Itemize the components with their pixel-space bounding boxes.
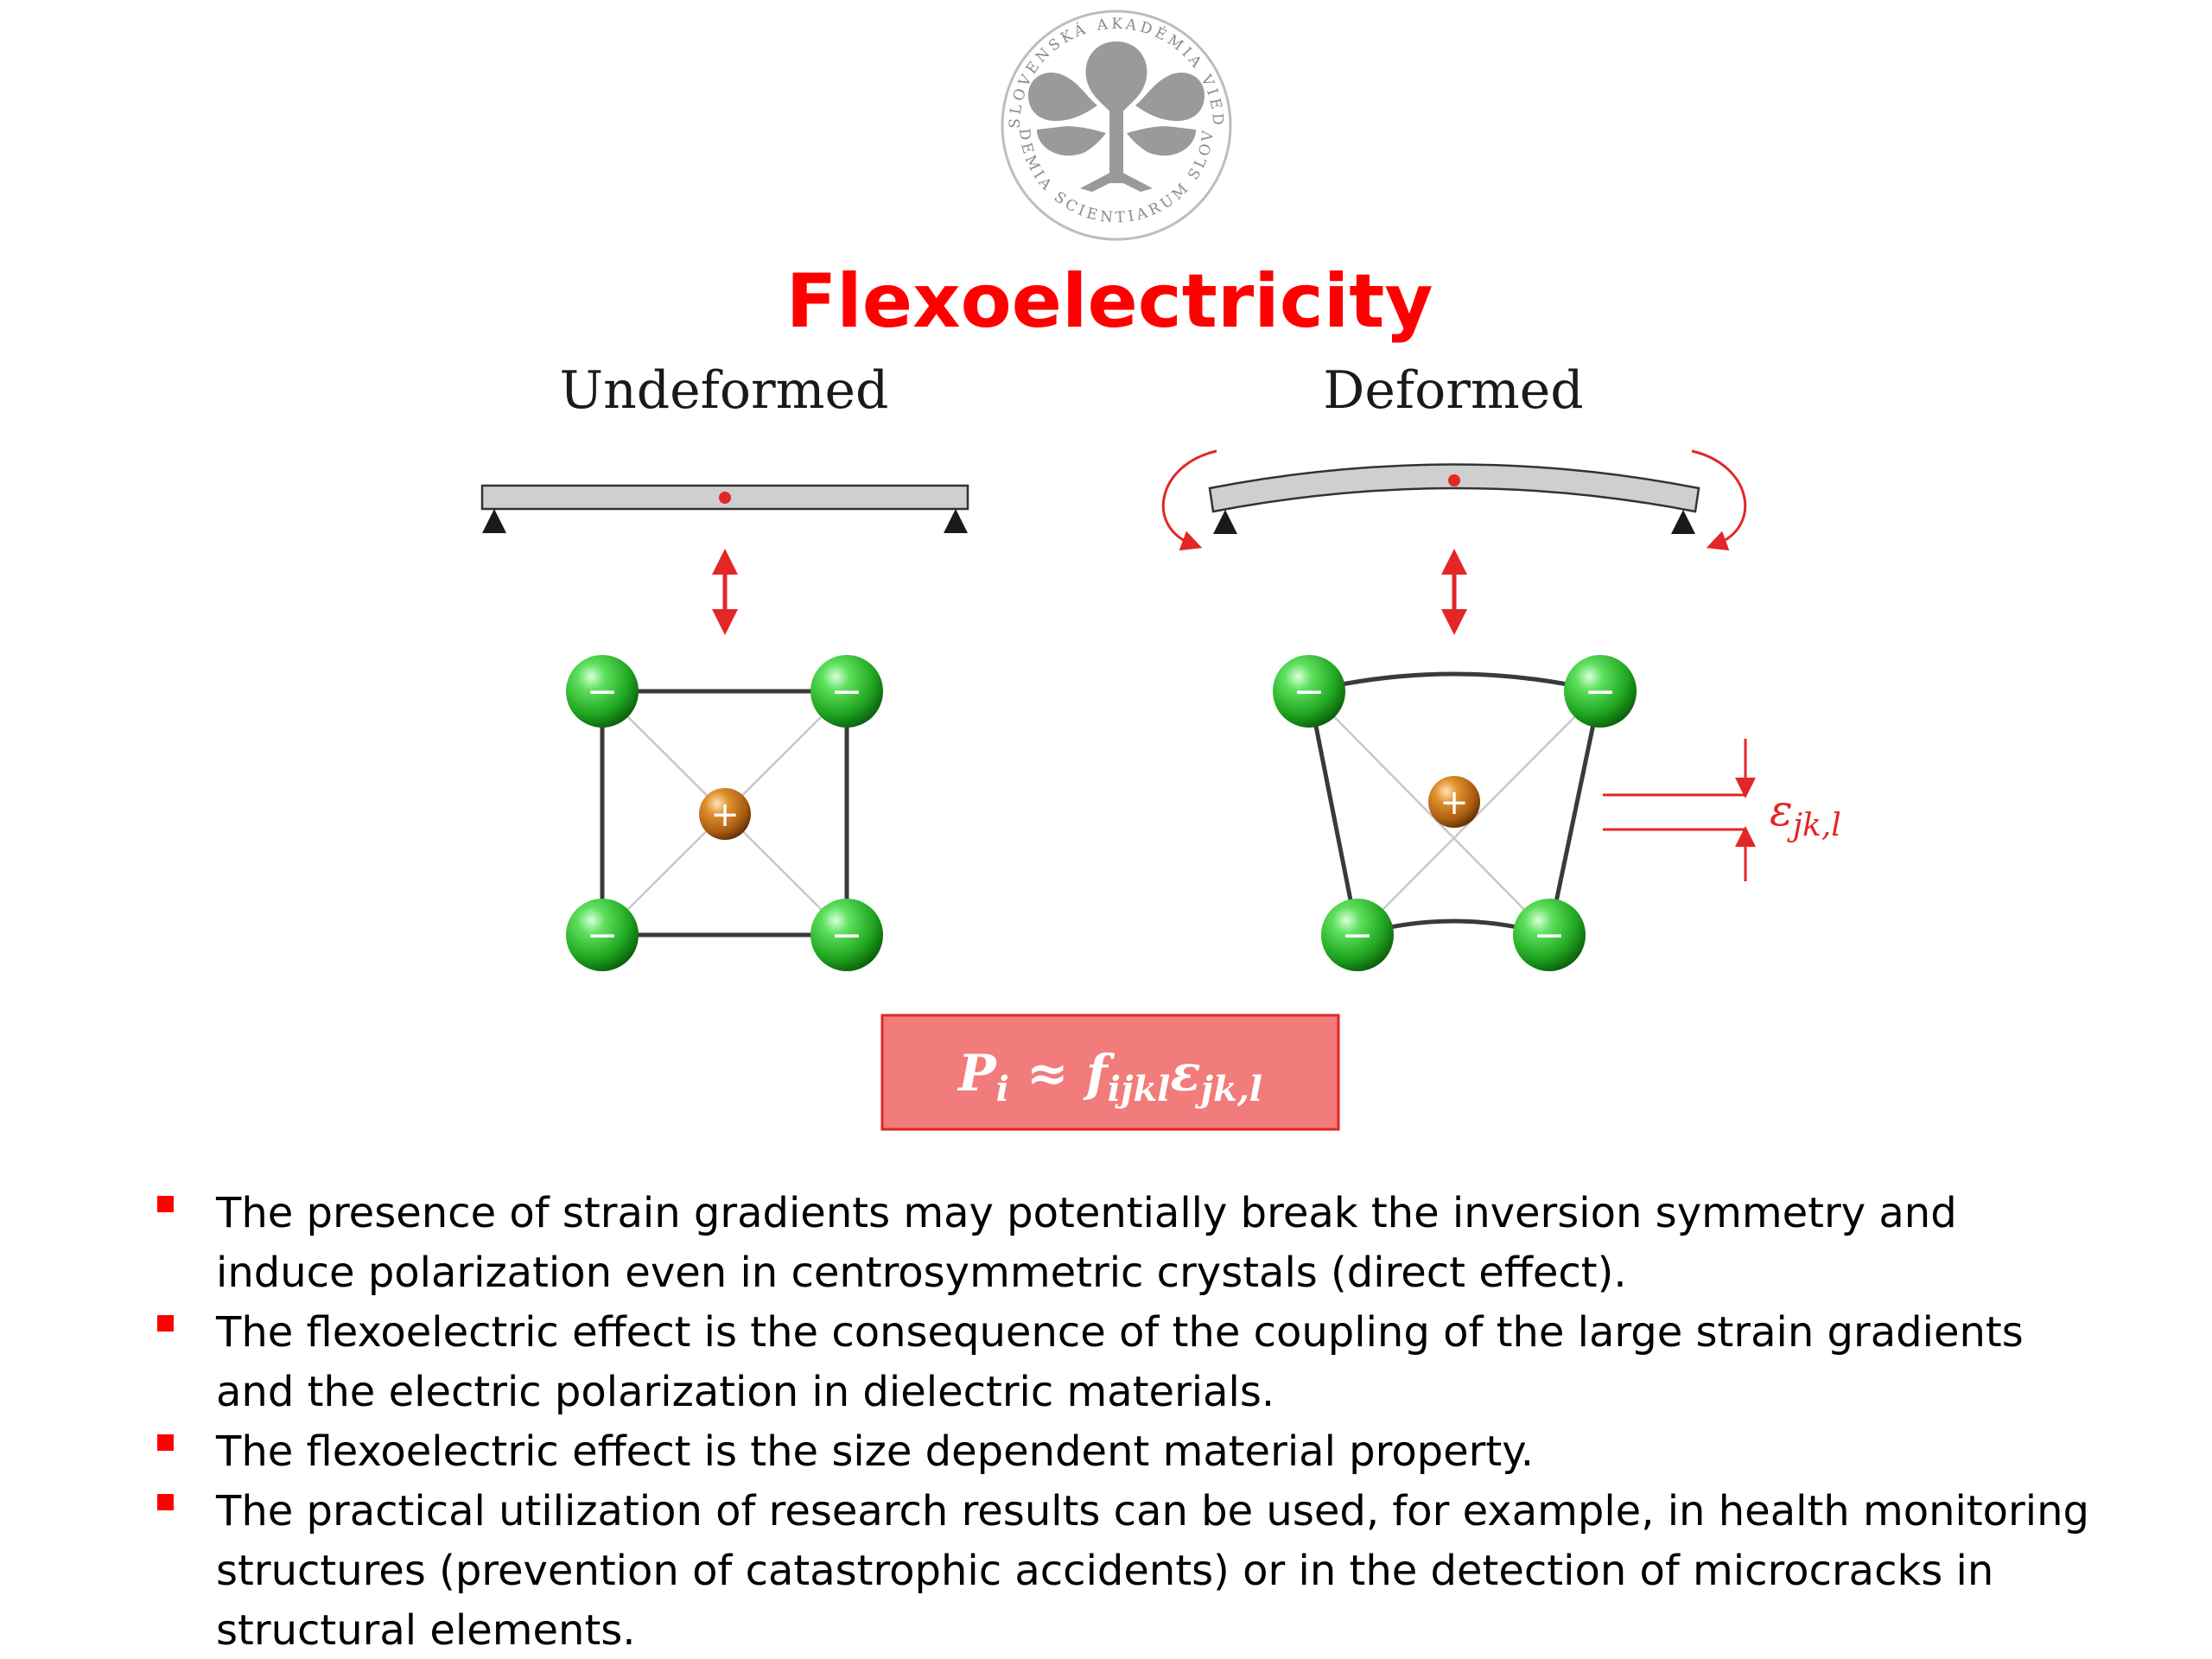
anion-atom: − <box>566 655 639 728</box>
strain-gradient-label: εjk,l <box>1770 785 1841 843</box>
svg-text:−: − <box>587 670 619 714</box>
beam-center-point <box>719 492 731 504</box>
right-moment-arrow <box>1691 449 1747 551</box>
bullet-item: The presence of strain gradients may pot… <box>151 1184 2104 1303</box>
undeformed-label: Undeformed <box>560 360 889 421</box>
flexoelectric-equation: Pi ≈ fijklεjk,l <box>957 1044 1262 1109</box>
anion-atom: − <box>810 655 883 728</box>
bullet-text: The practical utilization of research re… <box>216 1487 2089 1655</box>
strain-gradient-annotation: εjk,l <box>1603 739 1841 881</box>
left-moment-arrow <box>1161 449 1217 551</box>
bullet-item: The practical utilization of research re… <box>151 1482 2104 1659</box>
bullet-text: The flexoelectric effect is the conseque… <box>216 1308 2024 1416</box>
anion-atom: − <box>1564 655 1637 728</box>
svg-text:−: − <box>1294 670 1325 714</box>
svg-text:−: − <box>1342 913 1374 957</box>
svg-text:+: + <box>710 795 740 835</box>
right-support-icon <box>1671 510 1695 534</box>
deformed-label: Deformed <box>1323 360 1583 421</box>
anion-atom: − <box>1321 899 1394 971</box>
deformed-unit-cell: − − − − + <box>1273 655 1637 971</box>
anion-atom: − <box>1273 655 1345 728</box>
seal-tree-icon <box>1028 41 1205 192</box>
cation-atom: + <box>1428 776 1480 828</box>
deformed-beam <box>1161 449 1747 551</box>
undeformed-unit-cell: − − − − + <box>566 655 883 971</box>
undeformed-beam <box>480 484 969 533</box>
bullet-text: The presence of strain gradients may pot… <box>216 1189 1957 1297</box>
anion-atom: − <box>1513 899 1586 971</box>
bullet-list: The presence of strain gradients may pot… <box>151 1184 2104 1659</box>
svg-text:−: − <box>831 670 863 714</box>
bullet-item: The flexoelectric effect is the conseque… <box>151 1303 2104 1422</box>
bullet-square-icon <box>157 1315 174 1332</box>
svg-text:+: + <box>1440 783 1469 823</box>
seal-text-bottom: ACADEMIA SCIENTIARUM SLOVACA <box>0 0 1214 226</box>
cation-atom: + <box>699 788 751 840</box>
beam-center-point <box>1448 474 1460 486</box>
seal-logo: SLOVENSKÁ AKADÉMIA VIED ACADEMIA SCIENTI… <box>0 0 1232 241</box>
slide-title: Flexoelectricity <box>786 258 1433 345</box>
bullet-square-icon <box>157 1196 174 1212</box>
svg-text:−: − <box>831 913 863 957</box>
anion-atom: − <box>810 899 883 971</box>
bullet-square-icon <box>157 1434 174 1451</box>
left-support-icon <box>482 509 506 533</box>
anion-atom: − <box>566 899 639 971</box>
bullet-text: The flexoelectric effect is the size dep… <box>216 1427 1535 1476</box>
equation-box: Pi ≈ fijklεjk,l <box>880 1014 1340 1131</box>
left-support-icon <box>1213 510 1237 534</box>
svg-text:−: − <box>1585 670 1617 714</box>
right-support-icon <box>944 509 968 533</box>
svg-text:−: − <box>587 913 619 957</box>
svg-text:ACADEMIA SCIENTIARUM SLOVACA: ACADEMIA SCIENTIARUM SLOVACA <box>0 0 1217 226</box>
svg-text:−: − <box>1534 913 1566 957</box>
bullet-item: The flexoelectric effect is the size dep… <box>151 1422 2104 1482</box>
bullet-square-icon <box>157 1494 174 1510</box>
